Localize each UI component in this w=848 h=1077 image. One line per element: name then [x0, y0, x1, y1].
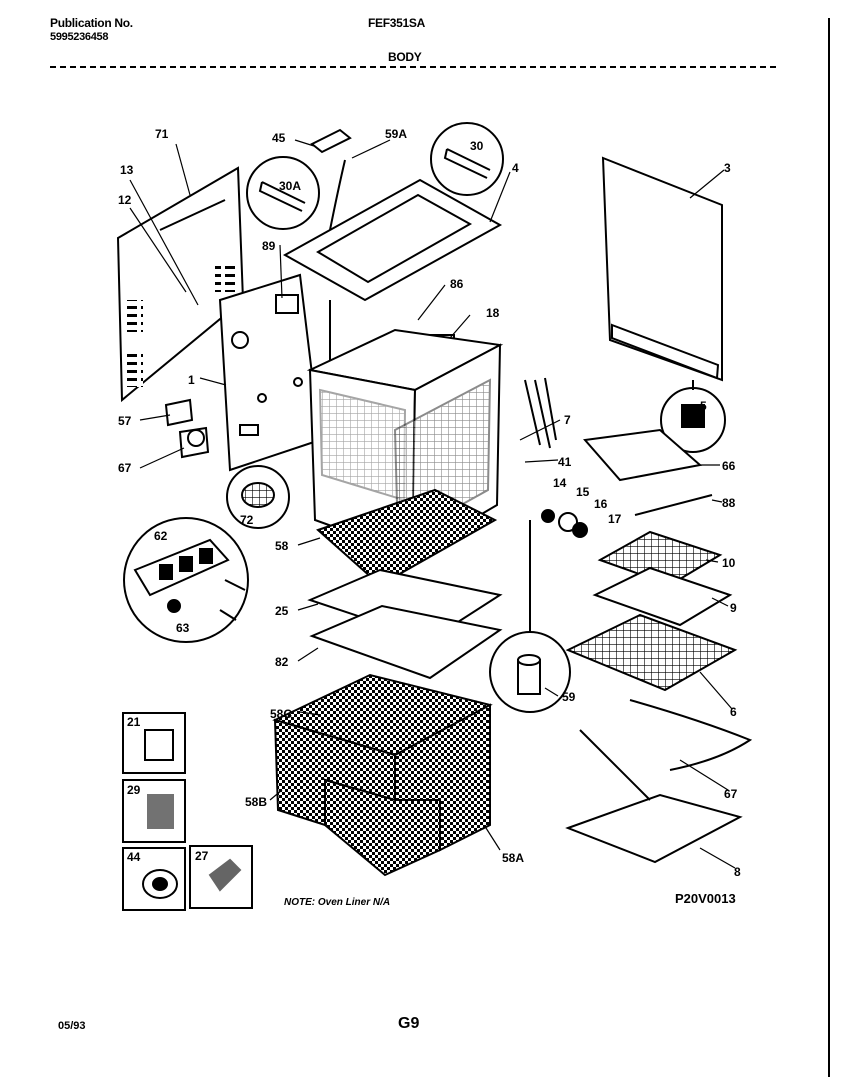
- bracket-part: [178, 426, 210, 459]
- callout-25: 25: [275, 604, 289, 618]
- rear-frame-part: [218, 273, 322, 472]
- diagram-code: P20V0013: [675, 891, 736, 906]
- harness-wire-part: [579, 699, 753, 801]
- callout-58: 58: [275, 539, 289, 553]
- insulation-blanket-part: [272, 673, 493, 877]
- clip-part: [310, 128, 352, 154]
- model-number: FEF351SA: [368, 16, 425, 30]
- callout-71: 71: [155, 127, 169, 141]
- callout-44: 44: [127, 850, 141, 864]
- door-liner-part: [565, 793, 743, 864]
- callout-45: 45: [272, 131, 286, 145]
- detail-59-circle: [489, 520, 571, 713]
- terminal-detail-circle: [123, 517, 249, 643]
- callout-58b: 58B: [245, 795, 267, 809]
- callout-59: 59: [562, 690, 576, 704]
- callout-72: 72: [240, 513, 254, 527]
- element-30-part: [443, 148, 491, 179]
- callout-88: 88: [722, 496, 736, 510]
- callout-30: 30: [470, 139, 484, 153]
- callout-1: 1: [188, 373, 195, 387]
- screw-part: [541, 509, 555, 523]
- footer-date: 05/93: [58, 1020, 86, 1032]
- door-frame-part: [601, 156, 723, 382]
- publication-label: Publication No.: [50, 16, 133, 30]
- bottom-plate-part: [309, 604, 503, 680]
- oven-liner-note: NOTE: Oven Liner N/A: [284, 897, 390, 908]
- part-drawings: [116, 122, 753, 911]
- callout-59a-top: 59A: [385, 127, 407, 141]
- element-30a-part: [258, 181, 306, 212]
- callout-67a: 67: [118, 461, 132, 475]
- callout-16: 16: [594, 497, 608, 511]
- oven-rack-part: [565, 613, 738, 692]
- callout-3: 3: [724, 161, 731, 175]
- callout-27: 27: [195, 849, 209, 863]
- lamp-socket-part: [572, 522, 588, 538]
- callout-58a: 58A: [502, 851, 524, 865]
- callout-9: 9: [730, 601, 737, 615]
- callout-18: 18: [486, 306, 500, 320]
- callout-8: 8: [734, 865, 741, 879]
- callout-5: 5: [700, 399, 707, 413]
- callout-62: 62: [154, 529, 168, 543]
- bracket-knob-part: [187, 429, 205, 447]
- callout-41: 41: [558, 455, 572, 469]
- page-edge-line: [828, 18, 830, 1077]
- header-divider: [50, 66, 776, 68]
- callout-89: 89: [262, 239, 276, 253]
- callout-10: 10: [722, 556, 736, 570]
- grommet-circle: [226, 465, 290, 529]
- callout-14: 14: [553, 476, 567, 490]
- callout-82: 82: [275, 655, 289, 669]
- callout-4: 4: [512, 161, 519, 175]
- callout-12: 12: [118, 193, 132, 207]
- bake-element-part: [634, 494, 713, 516]
- callout-30a: 30A: [279, 179, 301, 193]
- callout-57: 57: [118, 414, 132, 428]
- callout-63: 63: [176, 621, 190, 635]
- callout-17: 17: [608, 512, 622, 526]
- callout-21: 21: [127, 715, 141, 729]
- leader-lines: [129, 139, 736, 869]
- callout-29: 29: [127, 783, 141, 797]
- callout-15: 15: [576, 485, 590, 499]
- wire-leads-part: [524, 377, 557, 449]
- washer-part: [558, 512, 578, 532]
- section-title: BODY: [388, 50, 422, 64]
- bracket-part: [164, 398, 194, 427]
- callout-13: 13: [120, 163, 134, 177]
- callout-labels: 71 13 12 1 57 67 72 62 63 45 59A 30 30A …: [118, 127, 741, 879]
- callout-66: 66: [722, 459, 736, 473]
- callout-6: 6: [730, 705, 737, 719]
- callout-86: 86: [450, 277, 464, 291]
- page-number: G9: [398, 1015, 420, 1032]
- tube-part: [329, 159, 346, 231]
- cooktop-frame-part: [282, 178, 503, 302]
- publication-number: 5995236458: [50, 31, 109, 43]
- thermostat-part: [275, 294, 299, 314]
- leveler-circle: [660, 380, 726, 453]
- broiler-pan-part: [592, 566, 733, 627]
- callout-67b: 67: [724, 787, 738, 801]
- callout-58c: 58C: [270, 707, 292, 721]
- insulation-part: [316, 488, 498, 587]
- callout-7: 7: [564, 413, 571, 427]
